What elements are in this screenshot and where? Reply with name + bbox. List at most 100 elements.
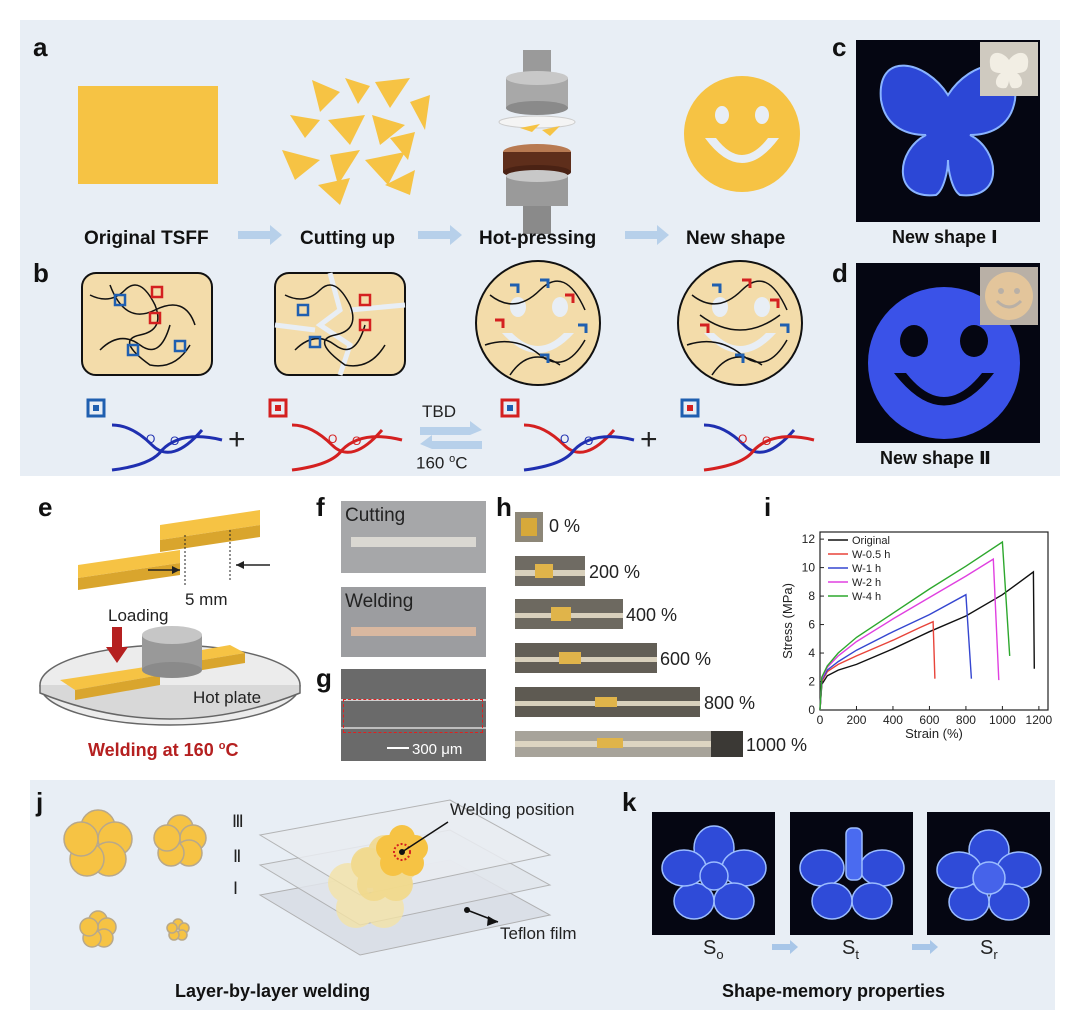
strain-label-400: 400 % — [626, 605, 678, 625]
smiley-new-shape — [684, 76, 800, 192]
x-tick-label: 600 — [919, 713, 939, 727]
ester-blue-right: O O — [680, 398, 815, 472]
ester-red-left: O O — [268, 398, 403, 472]
hot-press — [498, 50, 576, 234]
legend-label-1: W-0.5 h — [852, 549, 890, 561]
panel-label-a: a — [33, 32, 48, 62]
equilibrium-arrows — [420, 421, 482, 449]
svg-text:O: O — [762, 434, 771, 448]
loading-label: Loading — [108, 606, 169, 625]
panel-k-caption: Shape-memory properties — [722, 981, 946, 1001]
series-line-0 — [819, 570, 1035, 711]
step-label-new-shape: New shape — [686, 228, 786, 249]
equilibrium-reverse-label: 160 oC — [416, 453, 468, 473]
y-tick-label: 4 — [808, 646, 815, 660]
state-label-recovered: Sr — [980, 937, 998, 962]
svg-text:O: O — [328, 432, 337, 446]
x-tick-label: 1200 — [1026, 713, 1053, 727]
svg-text:O: O — [352, 434, 361, 448]
svg-text:O: O — [738, 432, 747, 446]
ester-blue-left: O O — [86, 398, 223, 472]
y-tick-label: 8 — [808, 589, 815, 603]
strain-photo-600 — [515, 643, 657, 673]
panel-c-photo — [856, 40, 1040, 222]
svg-text:O: O — [170, 434, 179, 448]
layer-label-2: Ⅱ — [233, 847, 242, 866]
panel-b-illustration: O O + O O O O + O O — [81, 260, 815, 472]
panel-d-photo — [856, 263, 1040, 443]
x-tick-label: 200 — [846, 713, 866, 727]
step-label-cutting: Cutting up — [300, 228, 395, 249]
panel-label-f: f — [316, 492, 325, 522]
panel-e-caption: Welding at 160 oC — [88, 740, 239, 760]
plus-sign-2: + — [640, 423, 658, 456]
layer-label-1: Ⅰ — [233, 879, 239, 898]
welding-label: Welding — [345, 591, 414, 612]
network-circle-1 — [475, 260, 601, 386]
plus-sign-1: + — [228, 423, 246, 456]
svg-text:O: O — [560, 432, 569, 446]
panel-label-k: k — [622, 787, 637, 817]
panel-label-b: b — [33, 258, 49, 288]
flower-shapes — [63, 809, 207, 948]
state-label-temporary: St — [842, 937, 859, 962]
x-tick-label: 400 — [883, 713, 903, 727]
legend-label-2: W-1 h — [852, 563, 881, 575]
strain-photo-1000 — [515, 731, 743, 757]
panel-label-c: c — [832, 32, 847, 62]
x-axis-label: Strain (%) — [905, 726, 963, 741]
y-tick-label: 12 — [802, 532, 816, 546]
cut-pieces — [282, 78, 430, 205]
y-tick-label: 10 — [802, 561, 816, 575]
shape-memory-photo-original — [652, 812, 775, 935]
strain-label-0: 0 % — [549, 516, 581, 536]
original-tsff-sheet — [78, 86, 218, 184]
layer-label-3: Ⅲ — [232, 812, 244, 831]
step-label-hot-pressing: Hot-pressing — [479, 228, 597, 249]
equilibrium-forward-label: TBD — [422, 402, 456, 421]
panel-d-caption: New shape Ⅱ — [880, 448, 991, 468]
welding-position-label: Welding position — [450, 800, 575, 819]
panel-g-sem-image — [341, 669, 486, 761]
process-arrows — [238, 225, 669, 245]
cutting-label: Cutting — [345, 505, 406, 526]
state-label-original: So — [703, 937, 724, 962]
y-tick-label: 0 — [808, 703, 815, 717]
panel-j-caption: Layer-by-layer welding — [175, 981, 371, 1001]
scale-bar-label: 300 μm — [412, 741, 463, 758]
x-tick-label: 800 — [956, 713, 976, 727]
x-tick-label: 0 — [817, 713, 824, 727]
panel-label-g: g — [316, 663, 332, 693]
plot-frame — [819, 531, 1049, 711]
strain-photo-400 — [515, 599, 623, 629]
panel-e-illustration — [39, 510, 301, 726]
panel-label-d: d — [832, 258, 848, 288]
strain-photo-0 — [515, 512, 543, 542]
panel-label-j: j — [36, 787, 44, 817]
series-line-4 — [819, 540, 1011, 711]
panel-k-arrows — [772, 940, 938, 954]
ester-red-right: O O — [500, 398, 635, 472]
legend-label-4: W-4 h — [852, 591, 881, 603]
strain-label-1000: 1000 % — [746, 735, 808, 755]
panel-label-e: e — [38, 492, 53, 522]
strain-label-800: 800 % — [704, 693, 756, 713]
y-tick-label: 6 — [808, 618, 815, 632]
series-line-2 — [819, 593, 973, 711]
svg-text:O: O — [146, 432, 155, 446]
strain-label-200: 200 % — [589, 562, 641, 582]
network-block-1 — [81, 272, 213, 376]
series-line-1 — [819, 620, 936, 711]
strain-photo-200 — [515, 556, 585, 586]
strain-label-600: 600 % — [660, 649, 712, 669]
panel-f-cutting-photo — [341, 501, 486, 573]
hot-plate-label: Hot plate — [193, 688, 262, 707]
svg-text:O: O — [584, 434, 593, 448]
shape-memory-photo-recovered — [927, 812, 1050, 935]
step-label-original: Original TSFF — [84, 228, 209, 249]
panel-label-i: i — [764, 492, 772, 522]
network-circle-2 — [677, 260, 803, 386]
panel-c-caption: New shape Ⅰ — [892, 227, 998, 247]
shape-memory-photo-temporary — [790, 812, 913, 935]
